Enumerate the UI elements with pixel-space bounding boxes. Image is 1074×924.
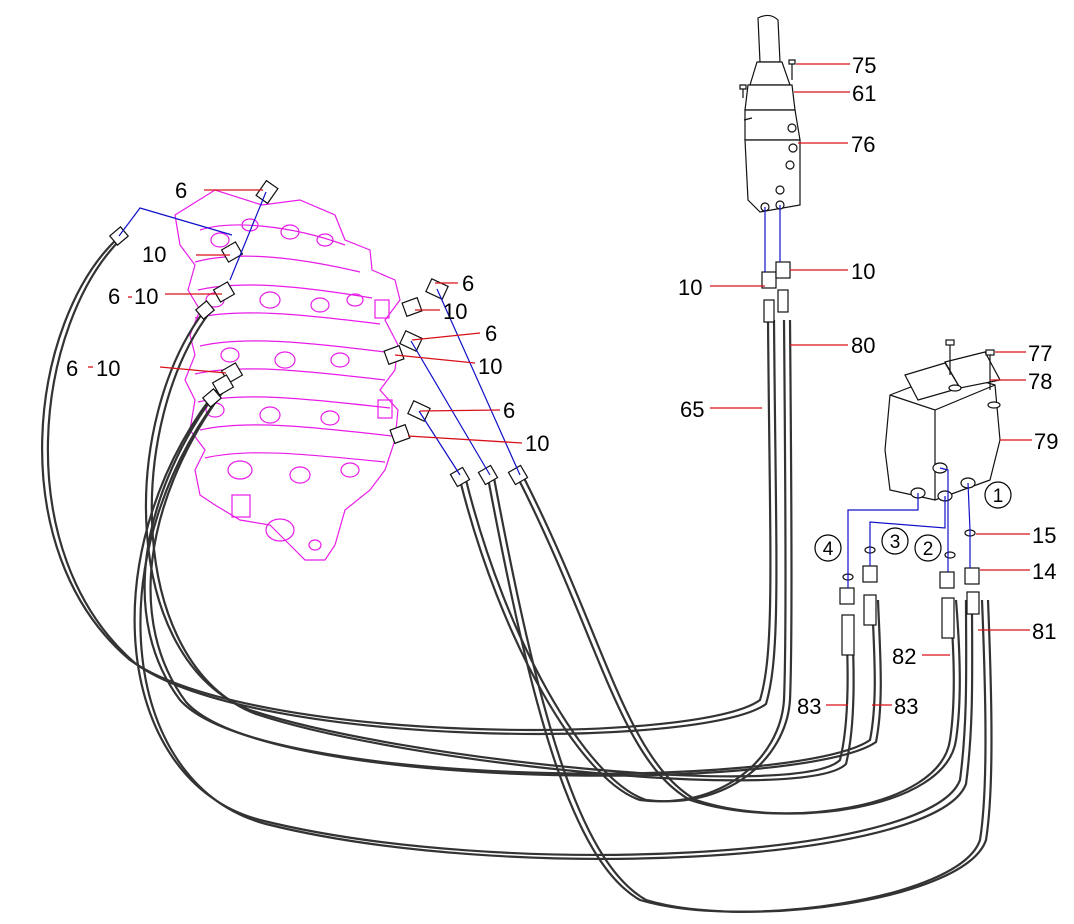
port-4-circle bbox=[814, 534, 842, 562]
port-2-circle bbox=[914, 534, 942, 562]
port-2-label: 2 bbox=[923, 539, 934, 560]
pedal-control-valve bbox=[884, 339, 1001, 502]
callout-10: 10 bbox=[525, 431, 549, 456]
callout-79: 79 bbox=[1034, 429, 1058, 454]
callout-10: 10 bbox=[851, 259, 875, 284]
callout-14: 14 bbox=[1032, 559, 1056, 584]
callout-75: 75 bbox=[852, 53, 876, 78]
callout-6: 6 bbox=[66, 356, 78, 381]
port-3-label: 3 bbox=[890, 532, 901, 553]
hose-lines bbox=[41, 237, 993, 913]
callout-65: 65 bbox=[680, 397, 704, 422]
callout-10: 10 bbox=[96, 356, 120, 381]
joystick-control-valve bbox=[739, 14, 801, 213]
callout-labels: 6 10 6 10 6 10 6 10 6 10 6 10 75 61 76 1… bbox=[66, 53, 1058, 719]
port-1-circle bbox=[984, 481, 1012, 509]
callout-6: 6 bbox=[485, 321, 497, 346]
callout-80: 80 bbox=[851, 333, 875, 358]
port-3-circle bbox=[881, 527, 909, 555]
callout-6: 6 bbox=[503, 398, 515, 423]
callout-76: 76 bbox=[851, 132, 875, 157]
callout-10: 10 bbox=[678, 275, 702, 300]
leader-lines bbox=[88, 63, 1032, 706]
fittings bbox=[108, 179, 980, 656]
callout-6: 6 bbox=[108, 284, 120, 309]
callout-15: 15 bbox=[1032, 523, 1056, 548]
callout-82: 82 bbox=[892, 644, 916, 669]
connection-lines bbox=[118, 191, 971, 588]
callout-6: 6 bbox=[462, 271, 474, 296]
callout-6: 6 bbox=[175, 178, 187, 203]
callout-81: 81 bbox=[1032, 619, 1056, 644]
callout-10: 10 bbox=[142, 242, 166, 267]
callout-83: 83 bbox=[797, 694, 821, 719]
callout-78: 78 bbox=[1028, 369, 1052, 394]
callout-10: 10 bbox=[443, 299, 467, 324]
callout-61: 61 bbox=[852, 81, 876, 106]
port-4-label: 4 bbox=[823, 539, 834, 560]
port-markers: 1 2 3 4 bbox=[814, 481, 1012, 562]
callout-77: 77 bbox=[1028, 341, 1052, 366]
callout-10: 10 bbox=[134, 284, 158, 309]
control-valve-block bbox=[174, 189, 401, 561]
callout-83: 83 bbox=[894, 694, 918, 719]
port-1-label: 1 bbox=[993, 486, 1004, 507]
callout-10: 10 bbox=[478, 354, 502, 379]
